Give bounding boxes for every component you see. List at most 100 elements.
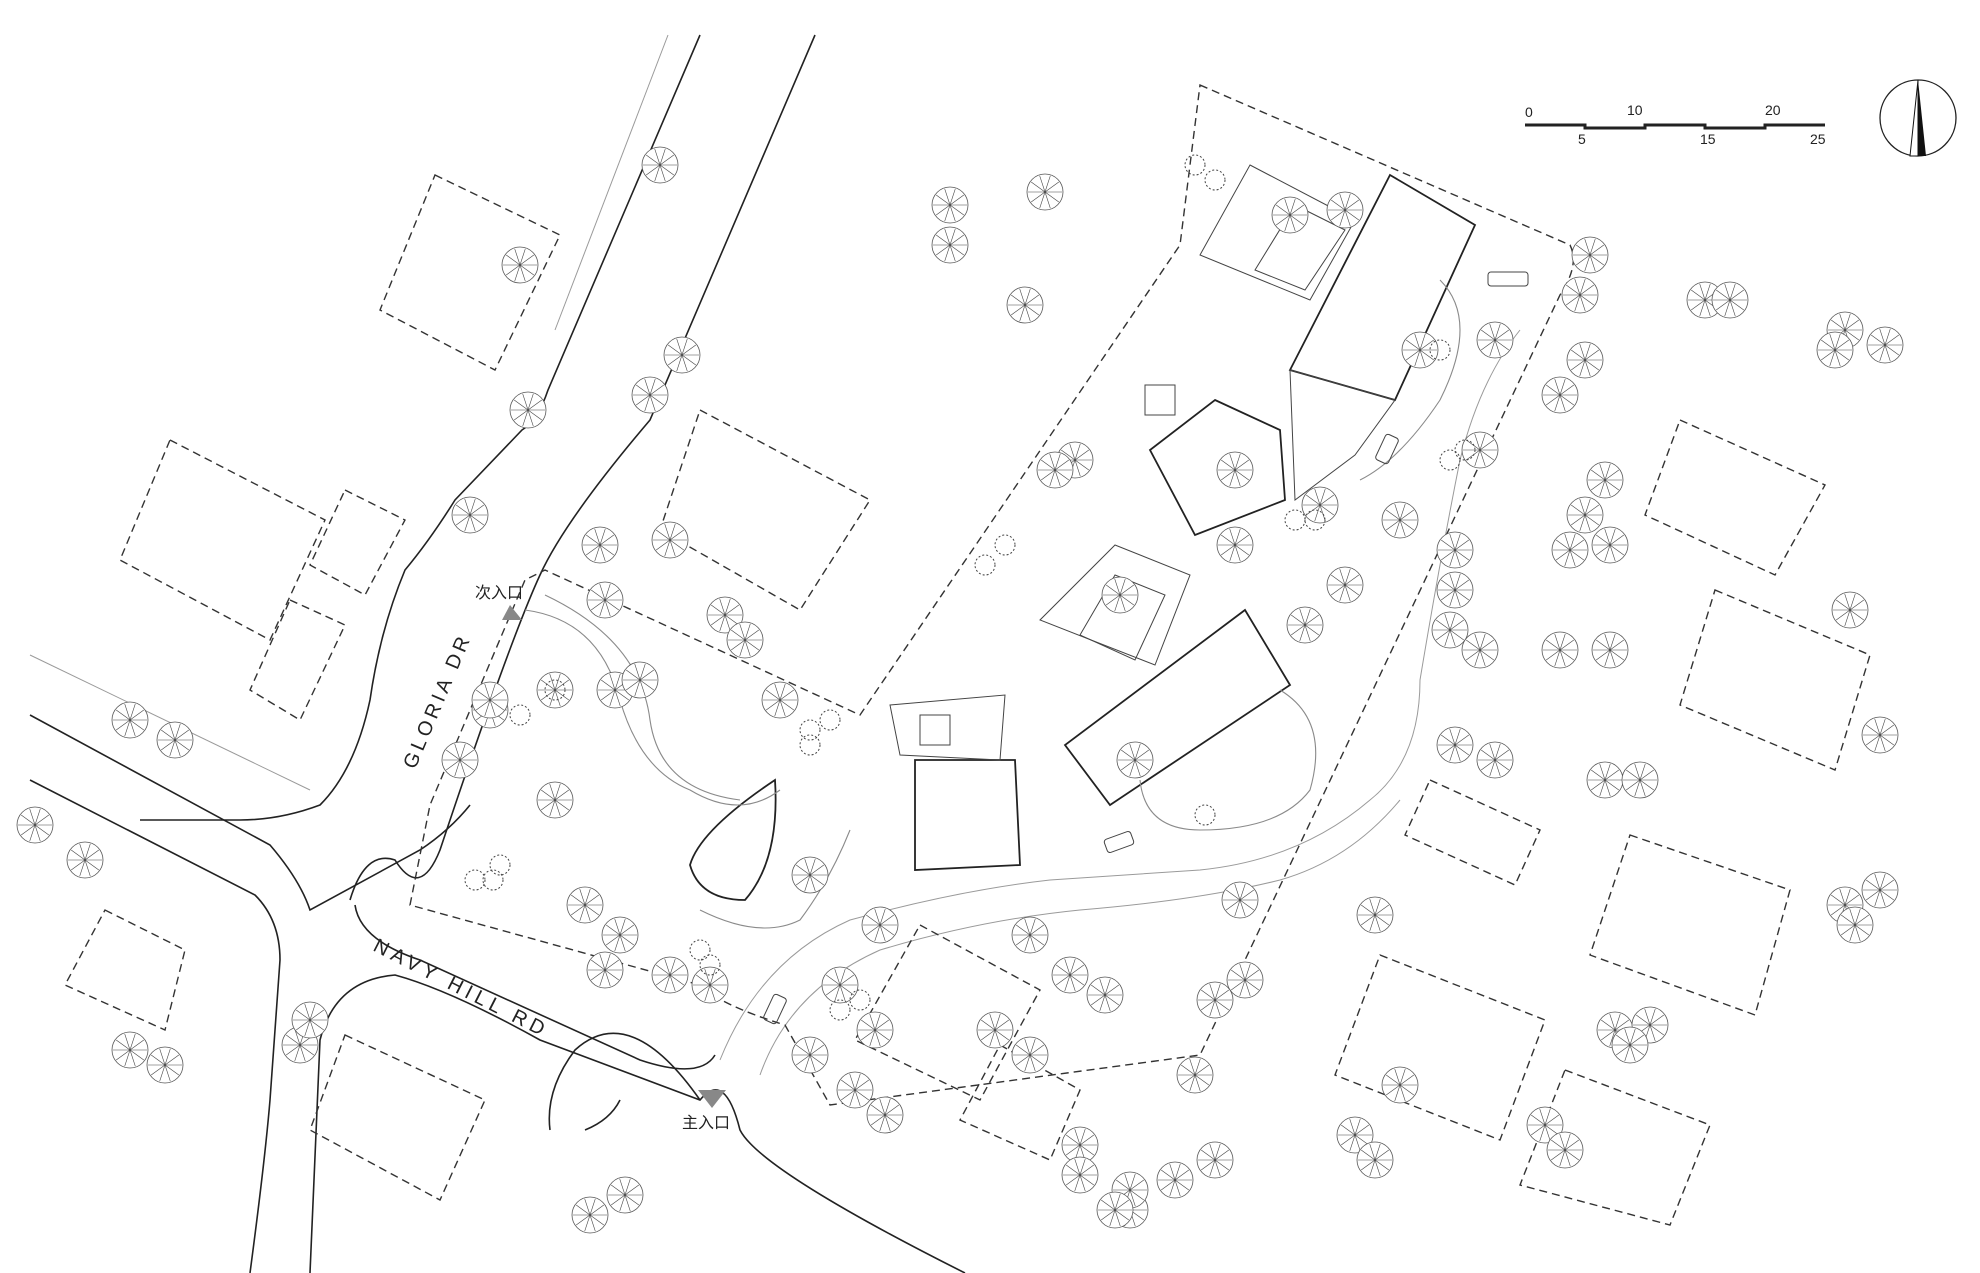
tree-icon [1216, 526, 1254, 564]
tree-icon [571, 1196, 609, 1234]
tree-icon [1221, 881, 1259, 919]
tree-icon [1086, 976, 1124, 1014]
tree-icon [1586, 761, 1624, 799]
tree-icon [1561, 276, 1599, 314]
north-arrow-icon [1879, 79, 1957, 157]
driveway [719, 329, 1521, 1061]
neighbor-lot [1519, 1069, 1711, 1226]
tree-icon [706, 596, 744, 634]
tree-icon [1156, 1161, 1194, 1199]
shrub-icon [689, 939, 711, 961]
tree-icon [1216, 451, 1254, 489]
tree-icon [1621, 761, 1659, 799]
shrub-icon [974, 554, 996, 576]
car-icon [763, 993, 787, 1025]
tree-icon [1541, 631, 1579, 669]
main-entrance-label: 主入口 [682, 1114, 730, 1132]
dashed-trees [464, 154, 1476, 1021]
tree-icon [1571, 236, 1609, 274]
tree-icon [1566, 341, 1604, 379]
tree-icon [1356, 896, 1394, 934]
car-icon [1375, 433, 1399, 465]
tree-icon [1476, 321, 1514, 359]
shrub-icon [1304, 509, 1326, 531]
scale-tick-25: 25 [1810, 131, 1826, 147]
tree-icon [1711, 281, 1749, 319]
tree-icon [1116, 741, 1154, 779]
tree-icon [1011, 1036, 1049, 1074]
scale-tick-5: 5 [1578, 131, 1586, 147]
tree-icon [586, 951, 624, 989]
tree-icon [1336, 1116, 1374, 1154]
tree-icon [451, 496, 489, 534]
shrub-icon [994, 534, 1016, 556]
tree-icon [1096, 1191, 1134, 1229]
side-street-east [584, 1099, 621, 1131]
tree-icon [1551, 531, 1589, 569]
tree-icon [931, 226, 969, 264]
scale-tick-15: 15 [1700, 131, 1716, 147]
path-east-loop [1139, 689, 1317, 831]
tree-icon [291, 1001, 329, 1039]
tree-icon [1436, 571, 1474, 609]
tree-icon [66, 841, 104, 879]
secondary-entrance-label: 次入口 [475, 584, 523, 602]
tree-icon [1061, 1156, 1099, 1194]
tree-icon [651, 521, 689, 559]
tree-icon [146, 1046, 184, 1084]
tree-icon [1356, 1141, 1394, 1179]
tree-icon [536, 781, 574, 819]
courtyard-north [1199, 164, 1356, 301]
tree-icon [1381, 1066, 1419, 1104]
building-south-long [1063, 608, 1292, 807]
tree-icon [1541, 376, 1579, 414]
shrub-icon [699, 954, 721, 976]
navy-hill-rd-south-edge [29, 779, 281, 1273]
tree-icon [1816, 331, 1854, 369]
driveway-inner [759, 799, 1401, 1076]
tree-icon [821, 966, 859, 1004]
tree-icon [1196, 981, 1234, 1019]
tree-icon [861, 906, 899, 944]
scale-bar: 0 10 20 5 15 25 [1525, 102, 1826, 147]
pool-mid [1079, 574, 1166, 661]
shrub-icon [1194, 804, 1216, 826]
car-icon [1487, 271, 1529, 287]
navy-hill-rd-label: NAVY HILL RD [370, 935, 553, 1043]
tree-icon [641, 146, 679, 184]
shrub-icon [1454, 439, 1476, 461]
shrub-icon [1439, 449, 1461, 471]
neighbor-lots [64, 174, 1871, 1226]
tree-icon [651, 956, 689, 994]
pool-north [1254, 204, 1346, 291]
tree-icon [1431, 611, 1469, 649]
neighbor-lot [1334, 954, 1546, 1141]
tree-icon [1006, 286, 1044, 324]
trees [16, 146, 1904, 1234]
tree-icon [1861, 716, 1899, 754]
shrub-icon [544, 679, 566, 701]
site-boundary [409, 83, 1574, 1106]
kiosk-north [1144, 384, 1176, 416]
shrub-icon [1204, 169, 1226, 191]
neighbor-lot [64, 909, 186, 1031]
shrub-icon [1284, 509, 1306, 531]
pavilion-west [889, 694, 1006, 761]
path-west-loop [524, 609, 781, 806]
tree-icon [1476, 741, 1514, 779]
tree-icon [866, 1096, 904, 1134]
tree-icon [931, 186, 969, 224]
tree-icon [631, 376, 669, 414]
court-mid [1039, 544, 1191, 666]
scale-tick-20: 20 [1765, 102, 1781, 118]
tree-icon [1326, 566, 1364, 604]
shrub-icon [1429, 339, 1451, 361]
neighbor-lot [854, 924, 1041, 1101]
tree-icon [1301, 486, 1339, 524]
tree-icon [976, 1011, 1014, 1049]
tree-icon [1586, 461, 1624, 499]
shrub-icon [829, 999, 851, 1021]
scale-tick-10: 10 [1627, 102, 1643, 118]
